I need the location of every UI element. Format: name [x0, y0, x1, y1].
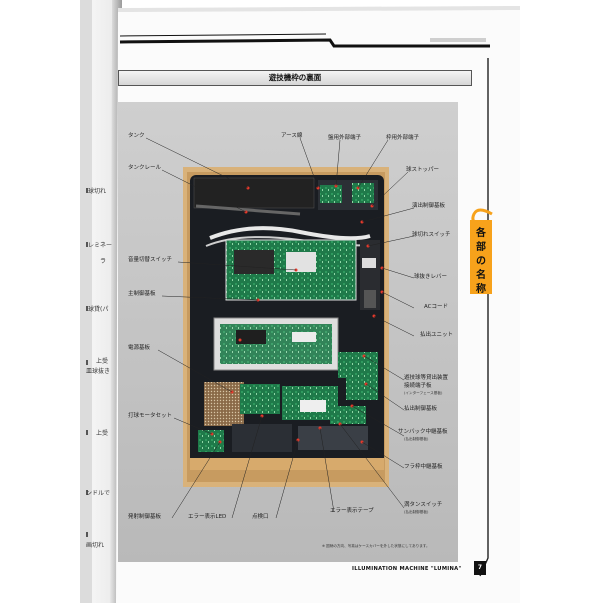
page-title: 遊技機枠の裏面 — [118, 70, 472, 86]
section-tab-char: 称 — [476, 284, 486, 295]
left-page-text: 画切れ — [86, 542, 105, 549]
label-ac-cord: ACコード — [424, 304, 449, 310]
label-ball-out-switch: 球切れスイッチ — [412, 232, 451, 238]
page-number: 7 — [474, 561, 486, 575]
label-payout-board: 演出制御基板 — [412, 203, 446, 209]
left-page-text: ンドルで — [86, 490, 111, 497]
footer-brand: ILLUMINATION MACHINE "LUMINA" — [352, 566, 462, 572]
label-tank: タンク — [128, 133, 145, 139]
label-power-board: 電源基板 — [128, 345, 151, 351]
section-tab-char: 各 — [476, 228, 486, 239]
label-frame-relay-board: フラ枠中継基板 — [404, 464, 443, 470]
label-sub-relay-board: サンバック中継基板 — [398, 429, 448, 435]
section-tab-char: 名 — [476, 270, 486, 281]
label-motor-set: 打球モータセット — [128, 413, 173, 419]
left-page-text: 上受 — [96, 358, 109, 365]
label-tank-rail: タンクレール — [128, 165, 162, 171]
label-card-unit: 遊技球等貸出装置 — [404, 375, 449, 381]
label-error-tape: エラー表示テープ — [330, 508, 374, 514]
label-ball-stopper: 球ストッパー — [406, 167, 440, 173]
label-payout-unit: 払出ユニット — [420, 332, 454, 338]
label-ball-switch: 音量切替スイッチ — [128, 257, 173, 263]
left-page-text: 皿球抜き — [86, 368, 111, 375]
label-full-tank-switch: 満タンスイッチ — [404, 502, 443, 508]
label-dispense-board: 払出制御基板 — [404, 406, 438, 412]
label-ground-wire: アース線 — [281, 133, 303, 139]
label-release-lever: 球抜きレバー — [414, 274, 448, 280]
label-main-board: 主制御基板 — [128, 291, 156, 297]
label-frame-terminal: 枠用外部端子 — [386, 135, 420, 141]
label-error-led: エラー表示LED — [188, 514, 227, 520]
label-launch-board: 発射制御基板 — [128, 514, 162, 520]
label-sub-relay-note: (払出制御基板) — [404, 437, 429, 441]
label-check-point: 点検口 — [252, 514, 269, 520]
label-hall-terminal: 盤用外部端子 — [328, 135, 362, 141]
label-card-unit-note: (インターフェース基板) — [404, 391, 443, 395]
left-page-text: ラ — [100, 258, 107, 265]
label-card-unit-terminal: 接続端子板 — [404, 383, 432, 389]
section-tab: 各 部 の 名 称 — [470, 220, 492, 295]
left-page-text: 球貸(パ — [88, 306, 109, 313]
left-page-text: 球切れ — [88, 188, 107, 195]
section-tab-char: の — [476, 256, 486, 267]
left-page-text: レミネー — [88, 242, 113, 249]
left-page-text: 上受 — [96, 430, 109, 437]
label-full-tank-note: (払出制御基板) — [404, 510, 429, 514]
photo-note: ※ 図柄の方向、写真はケースカバーを外した状態にしてあります。 — [322, 544, 430, 548]
section-tab-char: 部 — [476, 242, 486, 253]
